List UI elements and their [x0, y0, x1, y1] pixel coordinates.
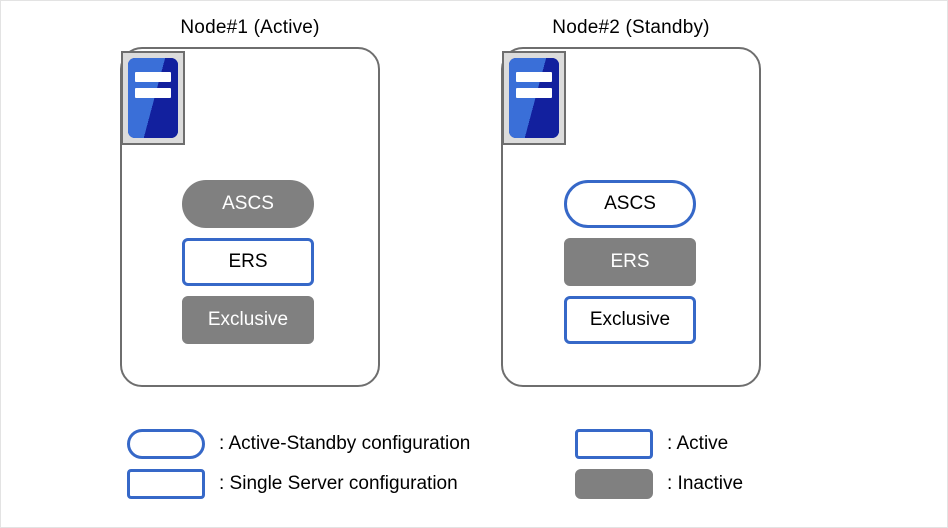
node1-service-ascs[interactable]: ASCS — [182, 180, 314, 228]
node2-service-ascs-label: ASCS — [604, 193, 656, 214]
node2-service-exclusive[interactable]: Exclusive — [564, 296, 696, 344]
legend-item-active-standby: : Active-Standby configuration — [127, 429, 470, 459]
node1-service-exclusive[interactable]: Exclusive — [182, 296, 314, 344]
server-icon — [502, 51, 566, 145]
server-icon-body — [128, 58, 178, 138]
legend-label-single-server: : Single Server configuration — [219, 473, 458, 494]
legend-label-active: : Active — [667, 433, 729, 454]
node1-title: Node#1 (Active) — [180, 17, 320, 38]
node1-service-ers[interactable]: ERS — [182, 238, 314, 286]
legend-swatch-pill-outline — [127, 429, 205, 459]
node2-title: Node#2 (Standby) — [552, 17, 710, 38]
legend-label-inactive: : Inactive — [667, 473, 744, 494]
server-icon — [121, 51, 185, 145]
node2-service-ascs[interactable]: ASCS — [564, 180, 696, 228]
server-icon-bar-top — [135, 71, 171, 82]
server-icon-sheen — [509, 58, 559, 138]
legend-swatch-inactive — [575, 469, 653, 499]
node1-service-exclusive-label: Exclusive — [207, 309, 289, 330]
node2-service-exclusive-label: Exclusive — [589, 309, 671, 330]
server-icon-bar-top — [516, 71, 552, 82]
server-icon-sheen — [128, 58, 178, 138]
legend-swatch-rect-outline — [127, 469, 205, 499]
server-icon-bar-bottom — [516, 87, 552, 98]
legend-label-active-standby: : Active-Standby configuration — [219, 433, 471, 454]
node2-service-ers-label: ERS — [610, 251, 650, 272]
legend-item-inactive: : Inactive — [575, 469, 743, 499]
server-icon-bar-bottom — [135, 87, 171, 98]
node2-service-ers[interactable]: ERS — [564, 238, 696, 286]
legend-item-single-server: : Single Server configuration — [127, 469, 458, 499]
node1-service-ascs-label: ASCS — [222, 193, 274, 214]
server-icon-body — [509, 58, 559, 138]
legend-item-active: : Active — [575, 429, 728, 459]
node1-service-ers-label: ERS — [228, 251, 268, 272]
legend-swatch-active — [575, 429, 653, 459]
